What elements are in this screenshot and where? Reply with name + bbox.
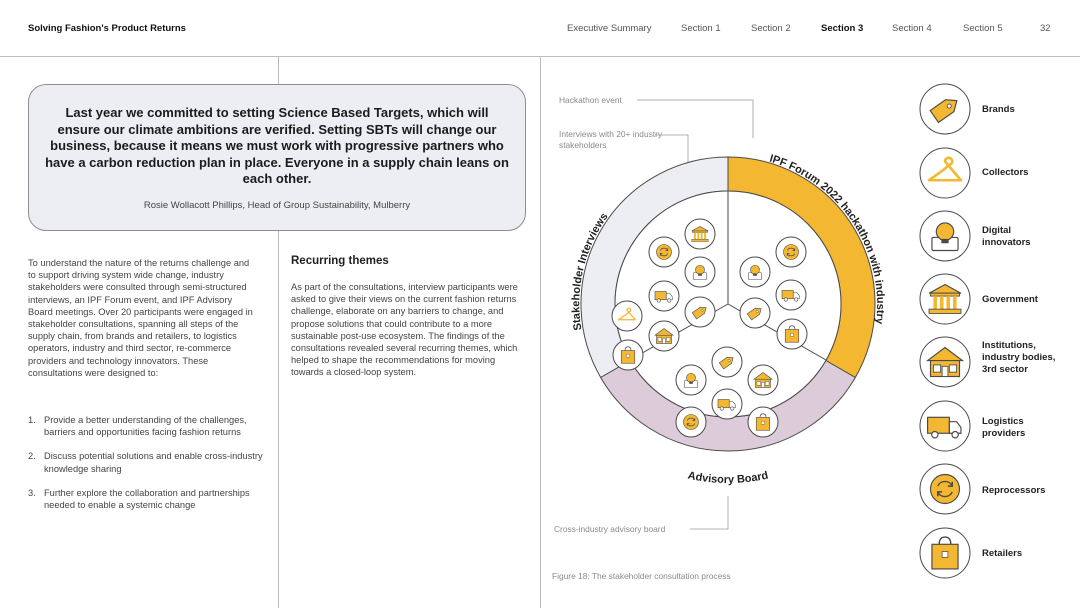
legend-label-collectors: Collectors <box>982 167 1029 178</box>
government-building-icon <box>684 218 716 250</box>
shopping-bag-icon <box>776 318 808 350</box>
list-number: 2. <box>28 451 36 462</box>
hanger-icon <box>611 300 643 332</box>
list-text: Discuss potential solutions and enable c… <box>44 451 263 474</box>
list-item: 1. Provide a better understanding of the … <box>28 414 268 438</box>
recycle-icon <box>648 236 680 268</box>
lightbulb-laptop-icon <box>684 256 716 288</box>
nav-section-3[interactable]: Section 3 <box>821 23 864 34</box>
annotation-connector <box>655 134 689 172</box>
legend-label-digital-innovators: Digital innovators <box>982 225 1031 248</box>
lightbulb-laptop-icon <box>675 364 707 396</box>
truck-icon <box>648 280 680 312</box>
nav-executive-summary[interactable]: Executive Summary <box>567 23 652 34</box>
consultation-goals-list: 1. Provide a better understanding of the … <box>28 414 268 523</box>
recycle-icon <box>675 406 707 438</box>
nav-section-5[interactable]: Section 5 <box>963 23 1003 34</box>
quote-author: Rosie Wollacott Phillips, Head of Group … <box>143 200 411 211</box>
tag-icon <box>739 297 771 329</box>
tag-icon <box>711 346 743 378</box>
list-number: 3. <box>28 487 36 498</box>
truck-icon <box>775 279 807 311</box>
shopping-bag-icon <box>919 527 971 579</box>
annotation-interviews: Interviews with 20+ industry stakeholder… <box>559 129 663 150</box>
quote-text: Last year we committed to setting Scienc… <box>45 105 509 186</box>
list-number: 1. <box>28 415 36 425</box>
document-title: Solving Fashion's Product Returns <box>28 23 186 34</box>
page-number: 32 <box>1040 23 1051 34</box>
annotation-advisory: Cross-industry advisory board <box>554 524 666 534</box>
annotation-connector <box>690 496 729 530</box>
institution-icon <box>919 336 971 388</box>
nav-section-1[interactable]: Section 1 <box>681 23 721 34</box>
hanger-icon <box>919 147 971 199</box>
legend-label-government: Government <box>982 294 1038 305</box>
recycle-icon <box>919 463 971 515</box>
figure-caption: Figure 18: The stakeholder consultation … <box>552 571 731 581</box>
annotation-hackathon: Hackathon event <box>559 95 622 105</box>
institution-icon <box>747 364 779 396</box>
quote-box: Last year we committed to setting Scienc… <box>28 84 526 231</box>
list-text: Further explore the collaboration and pa… <box>44 487 250 511</box>
page-header: Solving Fashion's Product Returns Execut… <box>0 0 1080 57</box>
themes-paragraph: As part of the consultations, interview … <box>291 282 518 378</box>
shopping-bag-icon <box>612 339 644 371</box>
column-divider <box>540 57 541 608</box>
annotation-connector <box>637 99 754 138</box>
list-text: Provide a better understanding of the ch… <box>44 415 247 438</box>
nav-section-4[interactable]: Section 4 <box>892 23 932 34</box>
legend-label-brands: Brands <box>982 104 1015 115</box>
column-divider <box>278 57 279 608</box>
shopping-bag-icon <box>747 406 779 438</box>
recycle-icon <box>775 236 807 268</box>
list-item: 2. Discuss potential solutions and enable… <box>28 450 268 474</box>
legend-label-retailers: Retailers <box>982 548 1023 559</box>
tag-icon <box>919 83 971 135</box>
lightbulb-laptop-icon <box>919 210 971 262</box>
themes-heading: Recurring themes <box>291 255 389 267</box>
ring-label-advisory: Advisory Board <box>687 470 770 487</box>
legend-label-logistics: Logistics providers <box>982 416 1026 439</box>
legend-label-reprocessors: Reprocessors <box>982 485 1046 496</box>
truck-icon <box>711 388 743 420</box>
government-building-icon <box>919 273 971 325</box>
tag-icon <box>684 296 716 328</box>
nav-section-2[interactable]: Section 2 <box>751 23 791 34</box>
institution-icon <box>648 320 680 352</box>
list-item: 3. Further explore the collaboration and … <box>28 487 268 511</box>
truck-icon <box>919 400 971 452</box>
intro-paragraph: To understand the nature of the returns … <box>28 258 253 378</box>
legend-label-institutions: Institutions, industry bodies, 3rd secto… <box>982 340 1056 375</box>
lightbulb-laptop-icon <box>739 256 771 288</box>
